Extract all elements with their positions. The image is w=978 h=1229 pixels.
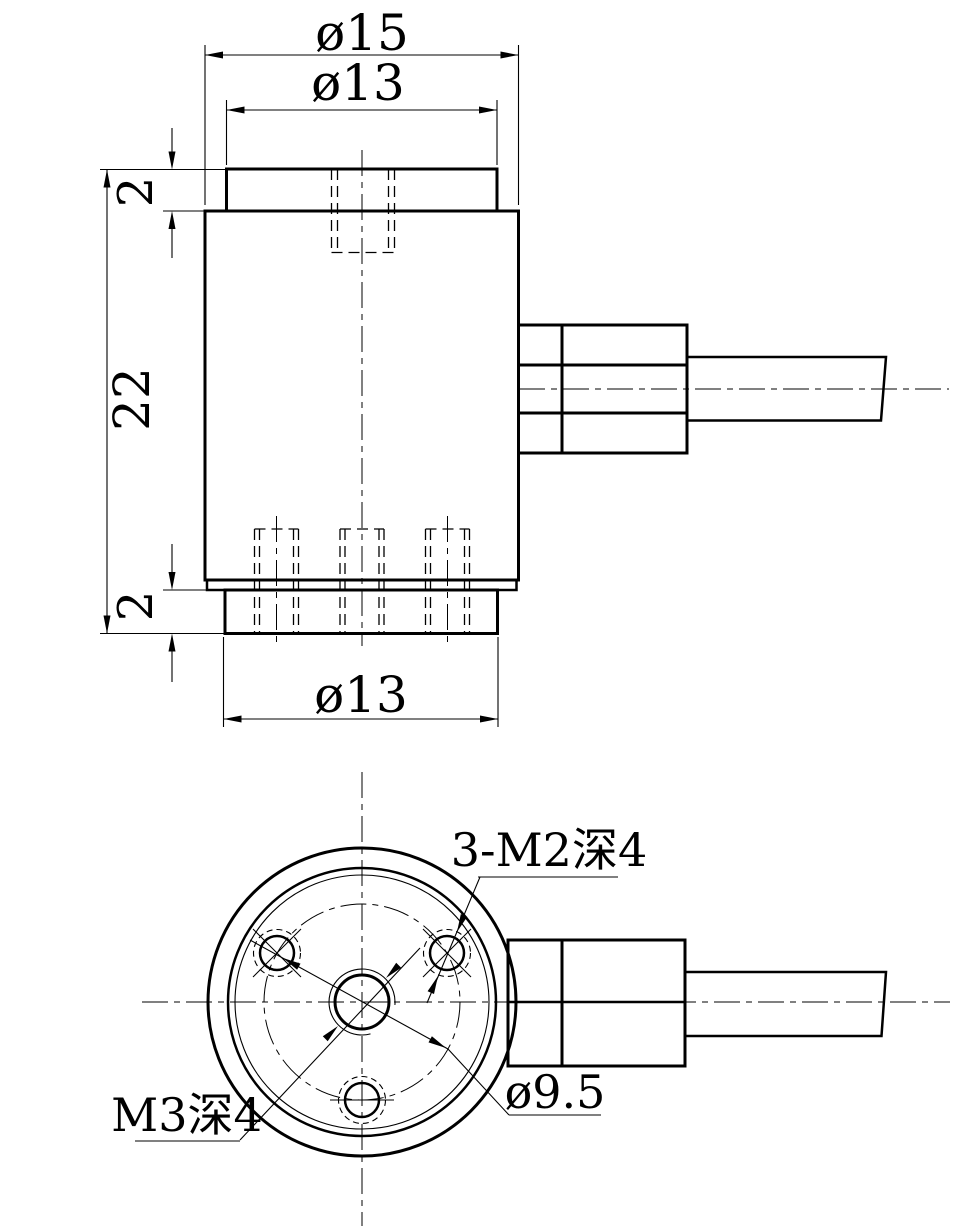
arrowhead	[103, 169, 111, 188]
hole-centermark	[422, 928, 472, 978]
label-m2-holes: 3-M2深4	[451, 823, 647, 877]
label-m3-hole: M3深4	[111, 1088, 263, 1142]
thread-major-dashed-circle	[422, 928, 472, 978]
leader-line	[239, 947, 421, 1141]
hole-centermark	[252, 928, 302, 978]
arrowhead	[428, 1036, 446, 1048]
arrowhead	[223, 715, 242, 723]
arrowhead	[480, 715, 498, 723]
cable-outline	[685, 970, 888, 1038]
arrowhead	[168, 211, 176, 229]
side-view: ø15 ø13 22 2	[100, 4, 949, 727]
m2-hole-top-right	[422, 928, 472, 978]
m2-leader: 3-M2深4	[426, 823, 647, 1004]
dim-dia13-top: ø13	[225, 54, 498, 165]
cable-gland	[517, 323, 949, 455]
bottom-view: M3深4 3-M2深4 ø9.5	[111, 772, 950, 1226]
diameter-line	[249, 939, 449, 1050]
arrowhead	[500, 51, 519, 59]
m2-hole-bottom	[330, 1075, 394, 1125]
arrowhead	[205, 51, 223, 59]
arrowhead	[168, 572, 176, 590]
dim-text-2-bottom: 2	[108, 591, 164, 622]
dim-dia15: ø15	[204, 4, 520, 205]
arrowhead	[457, 914, 468, 932]
dim-text-22: 22	[103, 367, 161, 431]
dim-2-bottom: 2	[108, 544, 207, 682]
hole-circle	[258, 934, 296, 972]
dim-text-dia13-top: ø13	[311, 54, 405, 112]
cable-gland-bottom	[506, 938, 888, 1068]
bolt-circle-dim: ø9.5	[249, 939, 606, 1119]
m2-hidden-hole-middle	[339, 528, 385, 634]
arrowhead	[226, 106, 245, 114]
arrowhead	[168, 151, 176, 170]
m2-hidden-hole-left	[253, 528, 300, 634]
arrowhead	[283, 958, 301, 970]
bottom-boss-outline	[223, 588, 499, 635]
arrowhead	[479, 106, 497, 114]
dim-2-top: 2	[108, 128, 205, 258]
leader-line	[447, 1048, 510, 1116]
arrowhead	[322, 1026, 338, 1042]
arrowhead	[386, 962, 402, 978]
dim-dia13-bottom: ø13	[222, 637, 499, 727]
m3-hidden-hole	[330, 169, 396, 254]
dim-text-dia13-bottom: ø13	[314, 666, 408, 724]
arrowhead	[168, 633, 176, 652]
dim-text-dia15: ø15	[315, 4, 409, 62]
arrowhead	[103, 615, 111, 634]
thread-major-dashed-circle	[252, 928, 302, 978]
hole-circle	[428, 934, 466, 972]
m2-hole-top-left	[252, 928, 302, 978]
label-bolt-circle-dia: ø9.5	[505, 1065, 606, 1119]
dim-height-22: 22	[100, 168, 226, 635]
arrowhead	[427, 976, 438, 994]
m3-leader: M3深4	[111, 947, 421, 1142]
dim-text-2-top: 2	[108, 177, 164, 208]
hole-circle	[333, 973, 391, 1031]
